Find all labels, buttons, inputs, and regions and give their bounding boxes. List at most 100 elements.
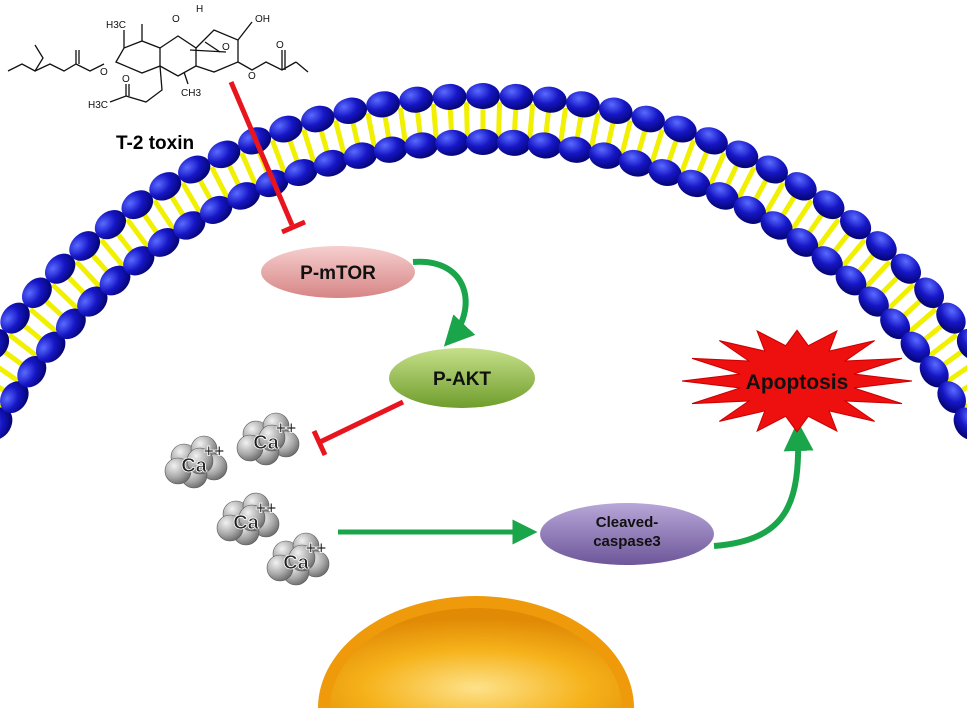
lipid-head [55,308,86,340]
t2-toxin-structure [7,21,309,103]
lipid-head [496,129,531,156]
lipid-tail [0,365,20,383]
apoptosis-label: Apoptosis [746,371,849,394]
inhibit-toxin-mtor [228,81,306,235]
calcium-ion-cluster: Ca++ [164,435,228,489]
cleaved-caspase3-node: Cleaved- caspase3 [540,503,714,565]
lipid-tail [764,181,786,214]
apoptosis-node: Apoptosis [681,329,913,433]
calcium-symbol: Ca [253,432,279,454]
atom-label: O [172,14,180,25]
calcium-charge: ++ [255,498,276,518]
atom-label: OH [255,14,270,25]
calcium-ion-cluster: Ca++ [266,532,330,586]
lipid-tail [269,139,287,174]
atom-label: O [100,67,108,78]
lipid-head [936,302,966,334]
lipid-head [811,246,843,276]
lipid-head [207,140,241,169]
calcium-sphere [236,434,264,462]
lipid-tail [125,217,150,249]
lipid-head [466,83,500,109]
lipid-head [399,86,434,113]
lipid-head [178,155,211,184]
p-akt-label: P-AKT [433,369,491,390]
lipid-head [69,231,101,261]
lipid-tail [928,332,959,358]
lipid-head [123,246,155,276]
lipid-tail [589,112,601,148]
lipid-tail [649,128,665,163]
lipid-head [149,172,182,201]
lipid-head [147,227,180,257]
lipid-head [937,381,966,414]
lipid-head [725,140,759,169]
lipid-head [466,129,500,155]
lipid-head [121,190,154,220]
lipid-tail [708,151,727,185]
atom-label: H3C [88,100,108,111]
lipid-head [663,115,697,143]
lipid-head [865,231,897,261]
p-akt-node: P-AKT [389,348,535,408]
atom-label: O [248,71,256,82]
lipid-head [839,209,872,240]
lipid-head [432,83,467,110]
lipid-tail [946,364,967,383]
lipid-head [755,155,788,184]
lipid-head [284,159,318,187]
lipid-head [0,328,10,361]
lipid-tail [463,102,470,137]
lipid-head [618,149,653,177]
lipid-tail [301,128,317,163]
p-mtor-node: P-mTOR [261,246,415,298]
lipid-head [558,136,593,163]
calcium-sphere [186,447,214,475]
calcium-charge: ++ [203,441,224,461]
lipid-head [786,227,819,257]
calcium-symbol: Ca [181,455,207,477]
lipid-head [366,91,400,118]
calcium-charge: ++ [305,538,326,558]
lipid-tail [50,282,79,311]
lipid-head [858,286,889,317]
lipid-tail [790,198,814,231]
calcium-sphere [258,424,286,452]
calcium-ions: Ca++Ca++Ca++Ca++ [164,412,330,586]
caspase-label-line2: caspase3 [593,533,661,550]
lipid-head [0,407,13,440]
lipid-heads [0,83,967,440]
lipid-head [812,190,845,220]
lipid-head [705,182,739,210]
calcium-ion-cluster: Ca++ [236,412,300,466]
lipid-head [77,286,108,317]
lipid-head [301,105,335,133]
lipid-head [404,132,439,159]
lipid-tail [619,119,633,155]
lipid-tail [816,217,841,249]
lipid-tail [333,119,347,155]
calcium-sphere [164,457,192,485]
atom-label: H3C [106,20,126,31]
calcium-symbol: Ca [233,512,259,534]
lipid-tail [496,102,503,137]
lipid-tail [99,238,125,268]
lipid-head [532,86,567,113]
activate-caspase-apoptosis [713,421,814,549]
calcium-charge: ++ [275,418,296,438]
activate-mtor-akt [412,258,476,347]
lipid-tail [152,198,176,231]
lipid-head [631,105,665,133]
lipid-tail [209,165,230,199]
lipid-head [499,83,534,110]
p-mtor-label: P-mTOR [300,263,376,284]
lipid-head [880,308,911,340]
lipid-head [598,97,633,124]
atom-label: H [196,4,203,15]
lipid-tail [239,151,258,185]
lipid-head [17,355,47,388]
lipid-head [227,182,261,210]
lipid-tail [679,139,697,174]
lipid-tail [558,107,569,142]
